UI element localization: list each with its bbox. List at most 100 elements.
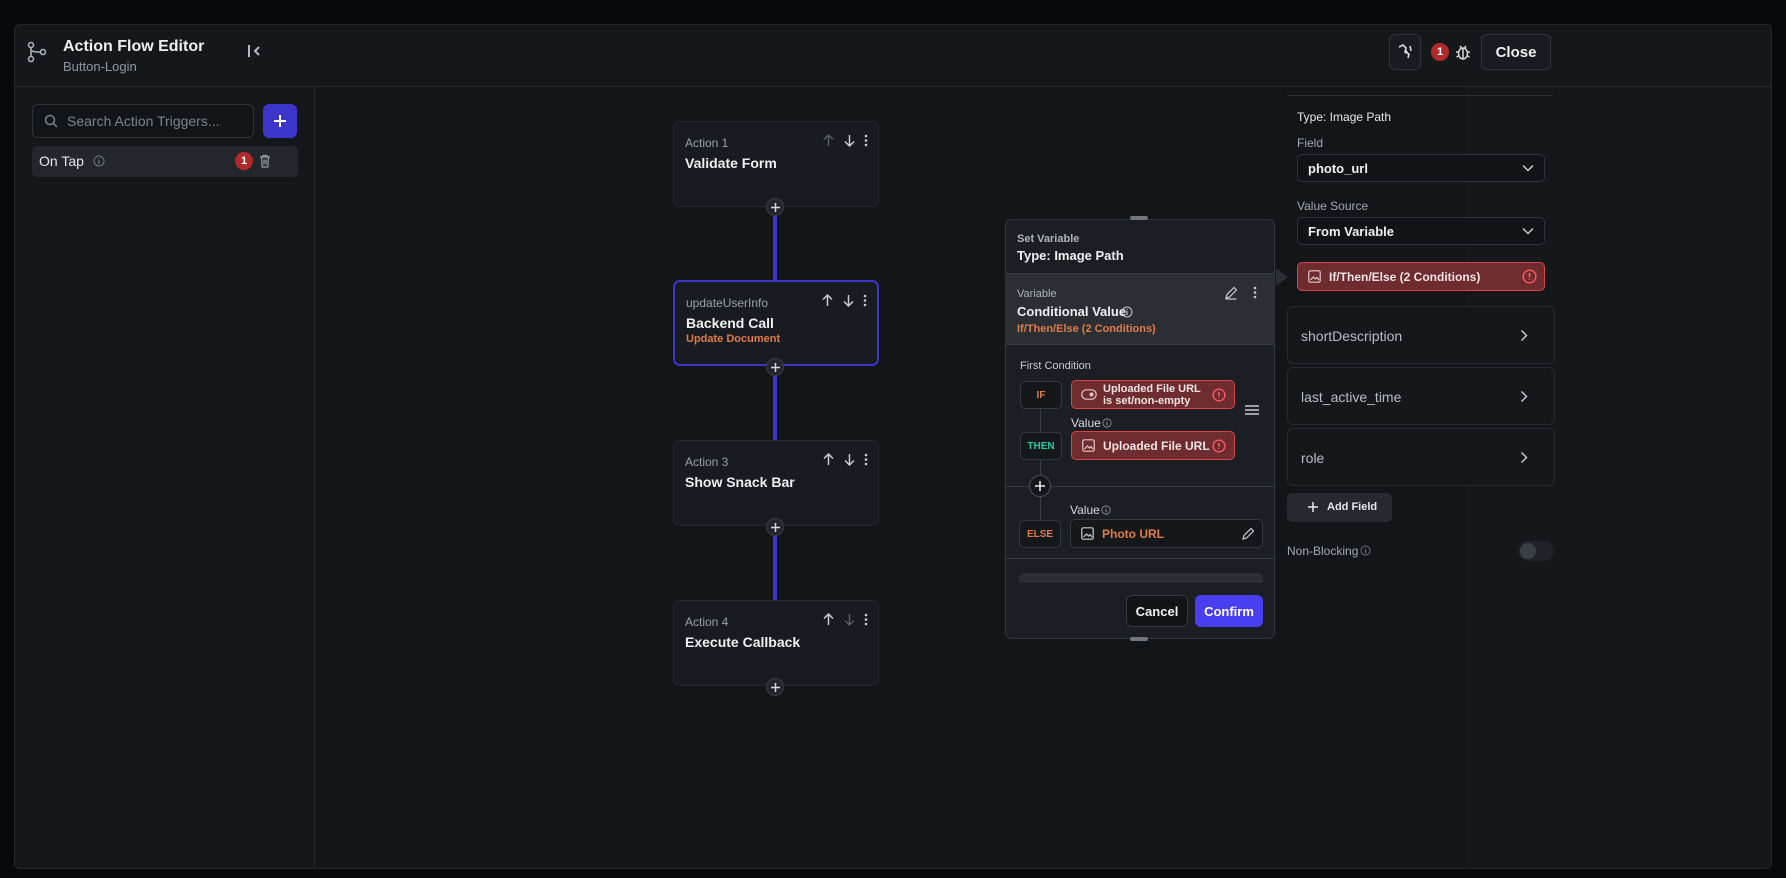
action-name: Backend Call [686, 315, 774, 331]
first-condition-label: First Condition [1020, 360, 1091, 372]
trigger-error-badge: 1 [235, 152, 253, 170]
popup-header-type: Type: Image Path [1017, 248, 1124, 263]
chevron-right-icon [1520, 451, 1528, 464]
arrow-up-icon[interactable] [821, 294, 834, 307]
divider [1287, 95, 1553, 96]
field-row-last-active-time[interactable]: last_active_time [1287, 367, 1555, 425]
more-vertical-icon[interactable] [863, 294, 867, 307]
chevron-right-icon [1520, 329, 1528, 342]
arrow-down-icon[interactable] [842, 294, 855, 307]
field-label: Field [1297, 136, 1324, 150]
info-icon [1101, 505, 1111, 515]
action-card-3[interactable]: Action 3 Show Snack Bar [673, 440, 879, 526]
trigger-search[interactable] [32, 104, 254, 138]
trigger-label: On Tap [39, 153, 84, 169]
then-tag: THEN [1020, 432, 1062, 460]
add-action-button[interactable] [766, 198, 784, 216]
field-row-label: last_active_time [1301, 389, 1402, 405]
action-canvas [316, 87, 1481, 868]
value-source-select[interactable]: From Variable [1297, 217, 1545, 245]
else-value-label: Value [1070, 503, 1100, 517]
value-source-value: From Variable [1308, 224, 1394, 239]
variable-section: Variable Conditional Value If/Then/Else … [1006, 273, 1274, 345]
info-icon [1121, 306, 1133, 318]
more-vertical-icon[interactable] [864, 134, 868, 147]
header: Action Flow Editor Button-Login 1 Close [15, 25, 1771, 87]
variable-label: Variable [1017, 288, 1057, 300]
field-row-label: shortDescription [1301, 328, 1403, 344]
edit-icon[interactable] [1241, 527, 1255, 541]
arrow-up-icon[interactable] [822, 613, 835, 626]
trigger-on-tap[interactable]: On Tap 1 [32, 146, 298, 177]
action-card-2[interactable]: updateUserInfo Backend Call Update Docum… [673, 280, 879, 366]
info-icon [1102, 418, 1112, 428]
errors-button[interactable]: 1 [1427, 34, 1475, 70]
add-field-label: Add Field [1327, 501, 1378, 513]
action-subtitle: Update Document [686, 333, 781, 345]
field-select[interactable]: photo_url [1297, 154, 1545, 182]
diff-button[interactable] [1389, 34, 1421, 70]
chevron-right-icon [1520, 390, 1528, 403]
action-card-1[interactable]: Action 1 Validate Form [673, 121, 879, 207]
then-value-field[interactable]: Uploaded File URL [1071, 431, 1235, 460]
action-card-4[interactable]: Action 4 Execute Callback [673, 600, 879, 686]
popup-header-label: Set Variable [1017, 233, 1080, 245]
arrow-up-icon [822, 134, 835, 147]
alert-circle-icon [1212, 439, 1226, 453]
action-name: Validate Form [685, 155, 777, 171]
more-vertical-icon[interactable] [864, 613, 868, 626]
add-trigger-button[interactable] [263, 104, 297, 138]
action-name: Show Snack Bar [685, 474, 795, 490]
add-condition-button[interactable] [1029, 475, 1051, 497]
search-icon [44, 114, 58, 128]
arrow-down-icon[interactable] [843, 453, 856, 466]
field-row-shortdescription[interactable]: shortDescription [1287, 306, 1555, 364]
else-value-field[interactable]: Photo URL [1070, 519, 1263, 548]
plus-icon [770, 362, 780, 372]
cancel-button[interactable]: Cancel [1126, 595, 1188, 627]
field-row-role[interactable]: role [1287, 428, 1555, 486]
resize-handle[interactable] [1130, 637, 1148, 641]
plus-icon [1035, 481, 1045, 491]
action-label: Action 4 [685, 615, 729, 629]
plus-icon [770, 522, 780, 532]
non-blocking-toggle[interactable] [1518, 541, 1554, 561]
conditional-value-field[interactable]: If/Then/Else (2 Conditions) [1297, 262, 1545, 291]
arrow-up-icon[interactable] [822, 453, 835, 466]
add-action-button[interactable] [766, 358, 784, 376]
triggers-panel: On Tap 1 [15, 87, 315, 868]
then-value-text: Uploaded File URL [1103, 439, 1210, 453]
more-vertical-icon[interactable] [1253, 286, 1257, 299]
else-value-text: Photo URL [1102, 527, 1164, 541]
arrow-down-icon[interactable] [843, 134, 856, 147]
flow-connector [773, 375, 777, 441]
more-vertical-icon[interactable] [864, 453, 868, 466]
add-action-button[interactable] [766, 518, 784, 536]
field-row-label: role [1301, 450, 1325, 466]
page-subtitle: Button-Login [63, 59, 137, 74]
action-label: Action 3 [685, 455, 729, 469]
flow-icon [27, 41, 47, 63]
confirm-button[interactable]: Confirm [1195, 595, 1263, 627]
trash-icon[interactable] [259, 154, 271, 168]
edit-icon[interactable] [1224, 286, 1238, 300]
add-action-button[interactable] [766, 678, 784, 696]
plus-icon [770, 682, 780, 692]
scroll-hint [1019, 573, 1263, 583]
search-input[interactable] [67, 105, 247, 137]
page-title: Action Flow Editor [63, 38, 205, 55]
toggle-knob [1520, 543, 1536, 559]
drag-handle-icon[interactable] [1245, 405, 1259, 415]
action-label: updateUserInfo [686, 296, 769, 310]
if-condition-field[interactable]: Uploaded File URL is set/non-empty [1071, 380, 1235, 409]
plus-icon [770, 202, 780, 212]
variable-name: Conditional Value [1017, 304, 1127, 319]
info-icon [1360, 545, 1371, 556]
close-button[interactable]: Close [1481, 34, 1551, 70]
collapse-sidebar-icon[interactable] [247, 43, 263, 59]
conditional-value-text: If/Then/Else (2 Conditions) [1329, 270, 1481, 284]
resize-handle[interactable] [1130, 216, 1148, 220]
field-select-value: photo_url [1308, 161, 1368, 176]
add-field-button[interactable]: Add Field [1287, 493, 1392, 522]
action-label: Action 1 [685, 136, 729, 150]
